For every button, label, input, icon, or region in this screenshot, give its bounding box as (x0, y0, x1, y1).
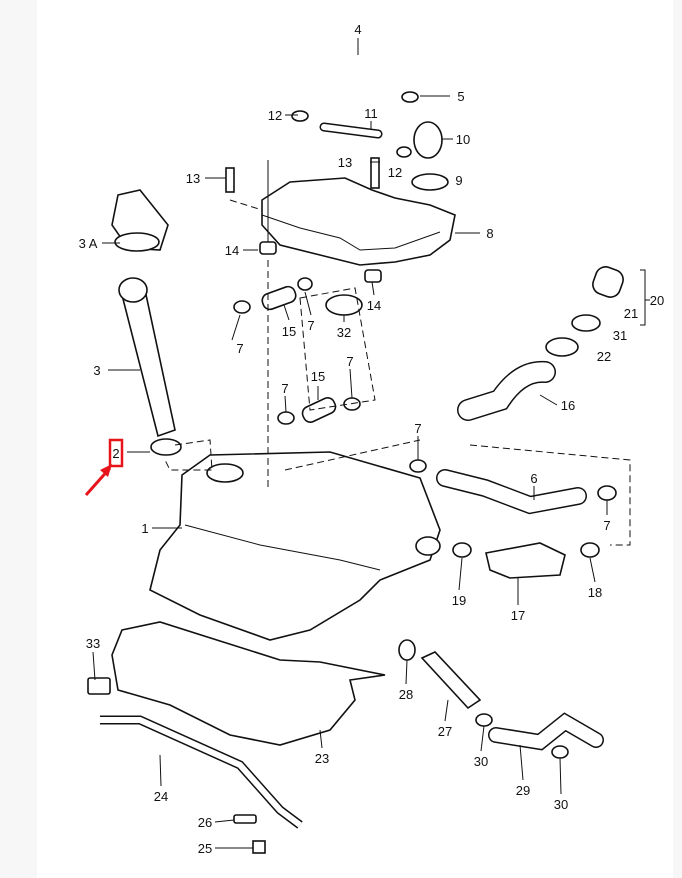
callout-3a: 3 A (79, 236, 98, 251)
callout-33: 33 (86, 636, 100, 651)
callout-7: 7 (346, 354, 353, 369)
callout-26: 26 (198, 815, 212, 830)
callout-7: 7 (281, 381, 288, 396)
part-bellows (485, 542, 566, 579)
callout-9: 9 (455, 173, 462, 188)
callout-27: 27 (438, 724, 452, 739)
callout-7: 7 (236, 341, 243, 356)
callout-3: 3 (93, 363, 100, 378)
callout-28: 28 (399, 687, 413, 702)
callout-23: 23 (315, 751, 329, 766)
callout-4: 4 (354, 22, 361, 37)
callout-6: 6 (530, 471, 537, 486)
callout-20: 20 (650, 293, 664, 308)
callout-21: 21 (624, 306, 638, 321)
callout-14: 14 (367, 298, 381, 313)
callout-14: 14 (225, 243, 239, 258)
part-grommet (259, 241, 277, 255)
callout-15: 15 (311, 369, 325, 384)
highlight-box (108, 438, 124, 468)
part-bolt (370, 157, 380, 189)
callout-30: 30 (554, 797, 568, 812)
callout-5: 5 (457, 89, 464, 104)
callout-labels: 4 5 12 11 10 13 13 12 9 8 3 A 14 20 21 3… (79, 22, 665, 856)
callout-8: 8 (486, 226, 493, 241)
callout-2: 2 (112, 446, 119, 461)
callout-12: 12 (388, 165, 402, 180)
callout-29: 29 (516, 783, 530, 798)
callout-16: 16 (561, 398, 575, 413)
callout-13: 13 (186, 171, 200, 186)
callout-18: 18 (588, 585, 602, 600)
part-expansion-tank (261, 177, 456, 266)
part-seal-ring (411, 173, 449, 191)
leader-lines (92, 38, 650, 849)
callout-19: 19 (452, 593, 466, 608)
callout-15: 15 (282, 324, 296, 339)
callout-1: 1 (141, 521, 148, 536)
callout-7: 7 (603, 518, 610, 533)
callout-22: 22 (597, 349, 611, 364)
part-valve (413, 121, 443, 159)
part-grommet (364, 269, 382, 283)
callout-7: 7 (307, 318, 314, 333)
part-bolt (225, 167, 235, 193)
part-fuel-tank (149, 451, 441, 641)
callout-13: 13 (338, 155, 352, 170)
callout-17: 17 (511, 608, 525, 623)
callout-24: 24 (154, 789, 168, 804)
callout-32: 32 (337, 325, 351, 340)
callout-30: 30 (474, 754, 488, 769)
callout-10: 10 (456, 132, 470, 147)
callout-25: 25 (198, 841, 212, 856)
callout-7: 7 (414, 421, 421, 436)
part-filler-neck (111, 189, 182, 456)
callout-11: 11 (364, 106, 378, 121)
callout-31: 31 (613, 328, 627, 343)
part-heat-shield (111, 621, 386, 746)
callout-12: 12 (268, 108, 282, 123)
